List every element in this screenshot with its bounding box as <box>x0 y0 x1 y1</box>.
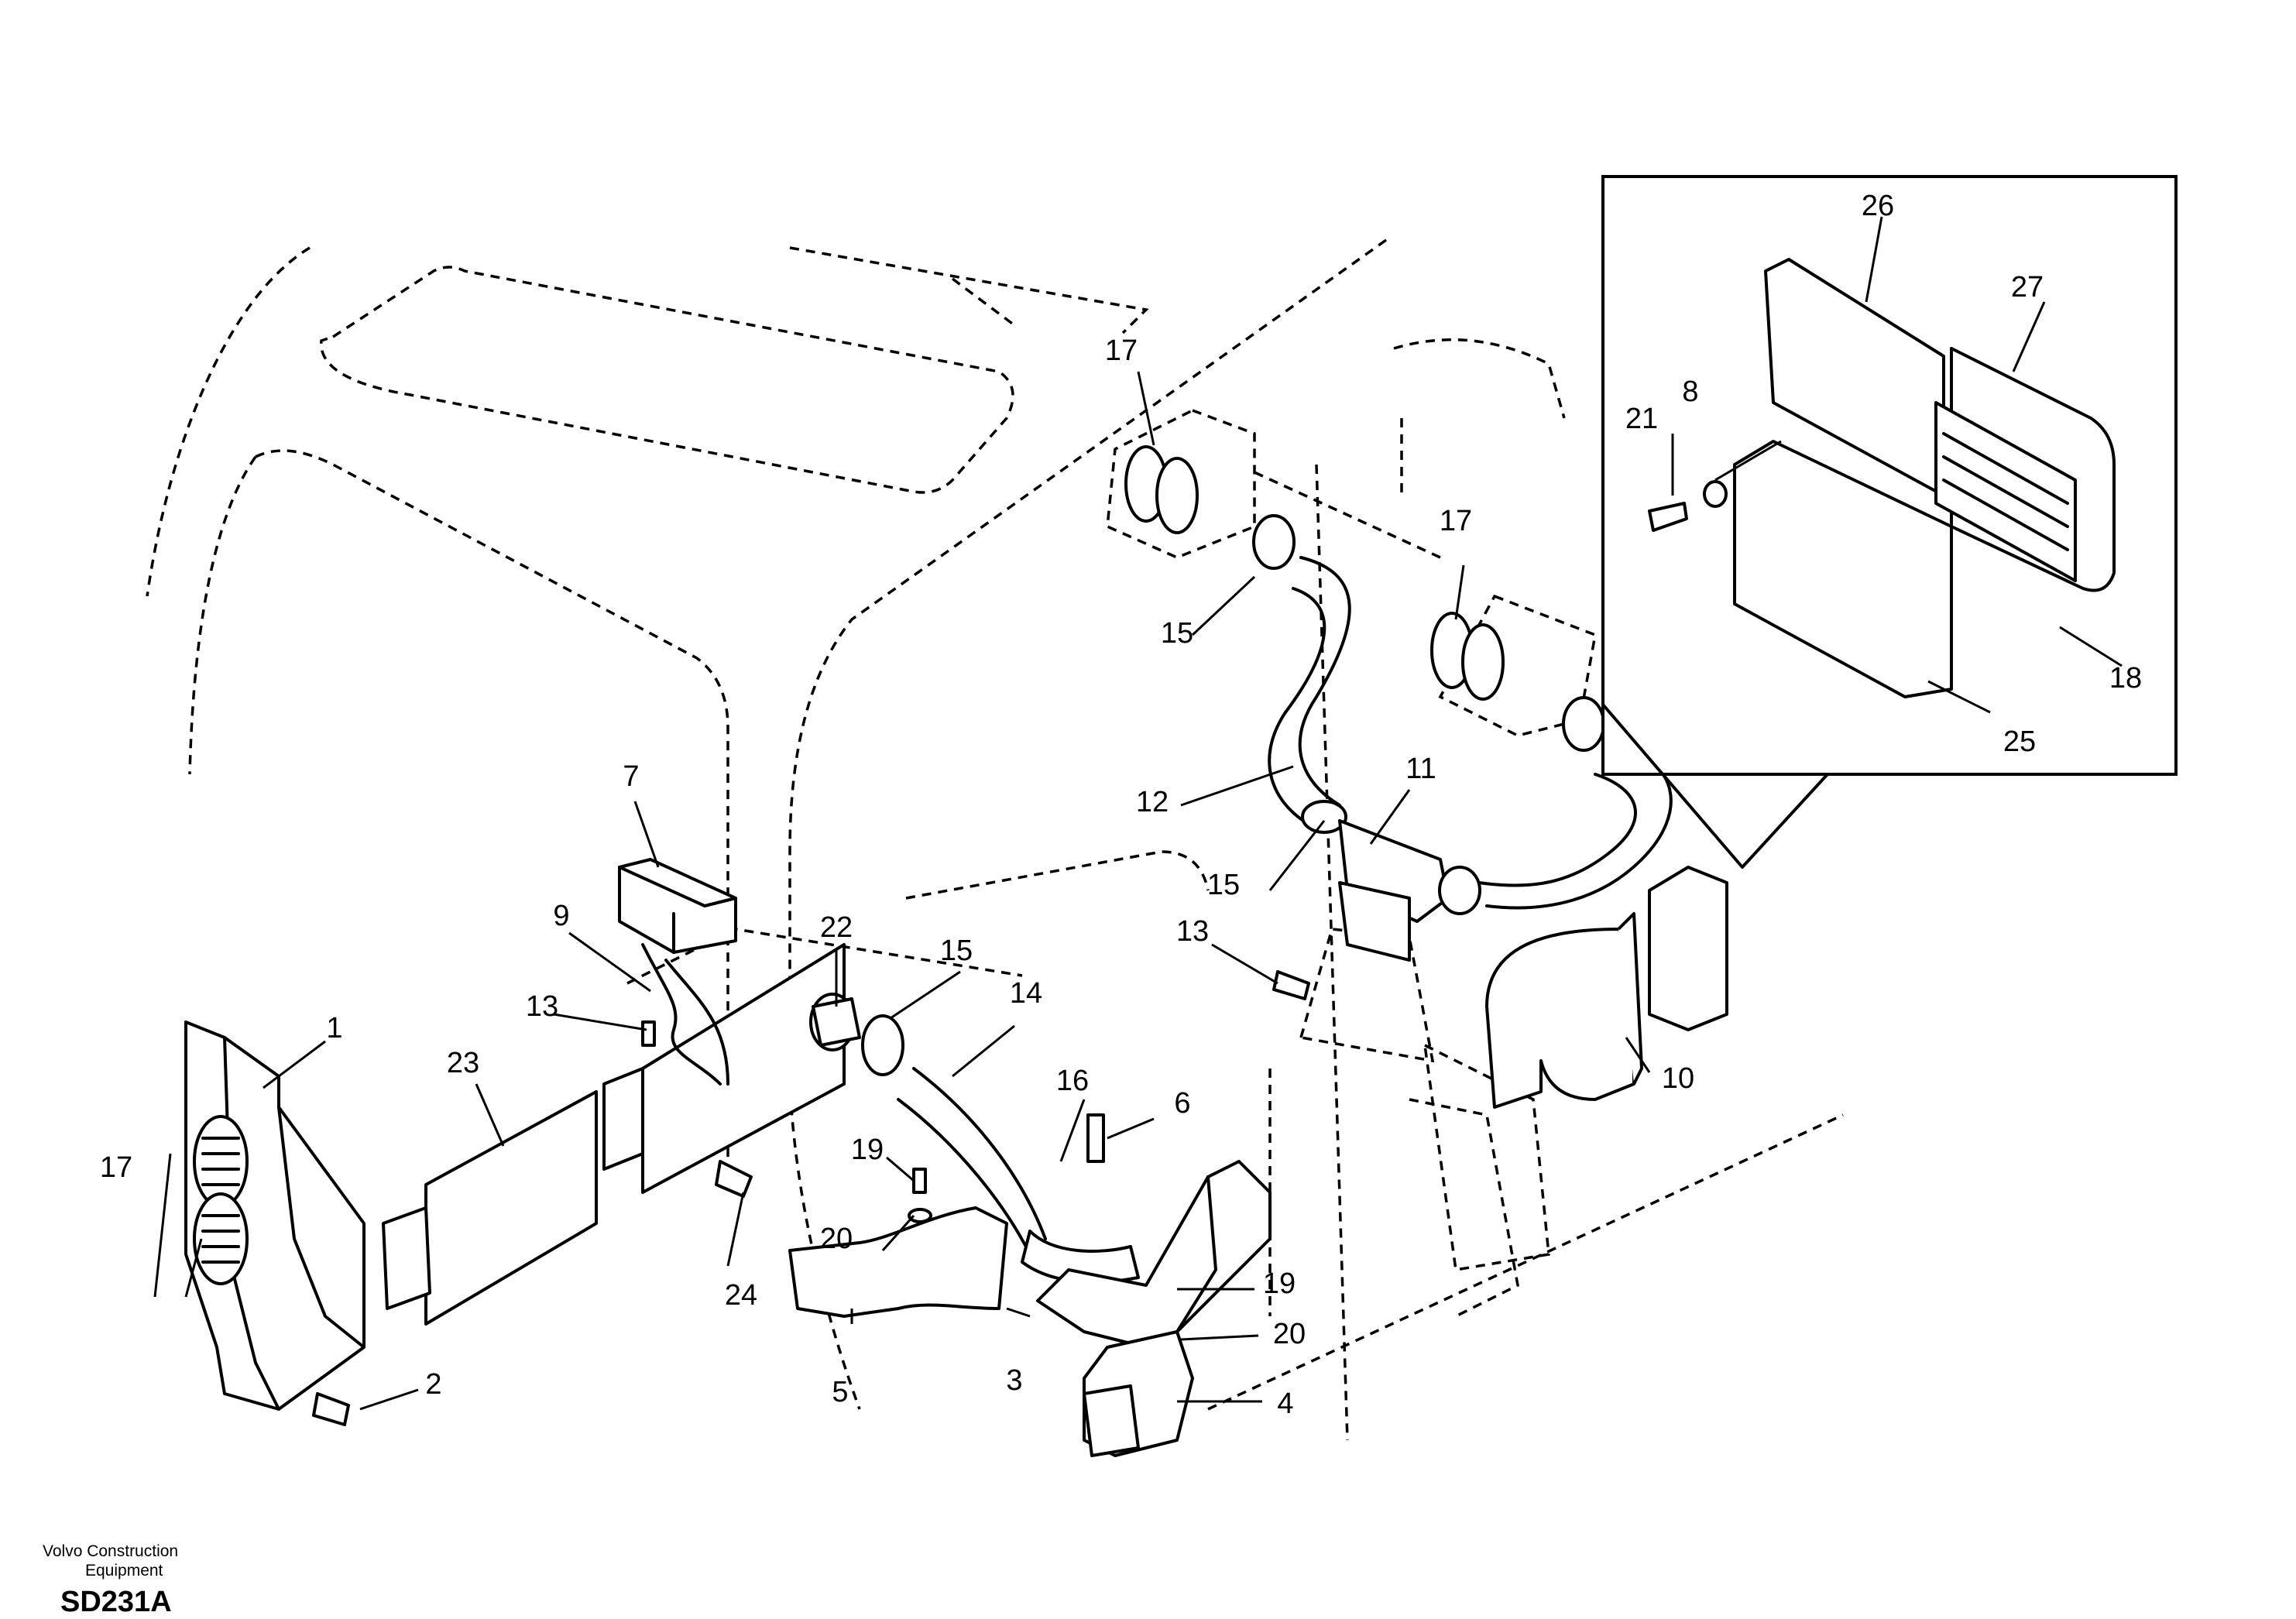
leader-lines <box>153 216 2123 1411</box>
drawing-code: SD231A <box>60 1586 172 1618</box>
callout-19-right: 19 <box>1263 1267 1296 1300</box>
callout-13-left: 13 <box>526 990 558 1023</box>
part-2-screw <box>312 1392 350 1426</box>
detail-inset <box>1601 175 2178 869</box>
callout-18: 18 <box>2109 662 2142 695</box>
part-21-bolt <box>1648 502 1688 532</box>
part-11-tee <box>1301 800 1481 962</box>
part-9-harness <box>641 943 729 1086</box>
callout-17-left: 17 <box>100 1151 132 1184</box>
part-6-bolt <box>1086 1113 1105 1163</box>
part-8-washer <box>1703 480 1728 508</box>
vent-lower <box>193 1192 249 1285</box>
part-23-board <box>382 1090 598 1326</box>
part-25-housing <box>1733 440 1953 698</box>
part-15-clamp-top <box>1252 514 1296 570</box>
part-17-vent-upper-left <box>1124 445 1199 534</box>
callout-25: 25 <box>2003 725 2036 758</box>
part-17-vent-upper-right <box>1430 612 1505 701</box>
callout-3: 3 <box>1006 1364 1022 1397</box>
callout-12: 12 <box>1136 786 1169 818</box>
filter-housing <box>1648 866 1728 1031</box>
callout-20-left: 20 <box>820 1223 853 1255</box>
callout-1: 1 <box>326 1012 342 1044</box>
callout-9: 9 <box>553 900 569 932</box>
callout-6: 6 <box>1174 1087 1190 1120</box>
callout-7: 7 <box>623 760 639 793</box>
callout-5: 5 <box>832 1376 848 1408</box>
callout-2: 2 <box>425 1368 441 1401</box>
part-24-screw <box>715 1160 753 1198</box>
part-13-screw-right <box>1272 970 1310 1000</box>
part-22-plate <box>602 943 846 1194</box>
callout-23: 23 <box>447 1047 479 1079</box>
callout-22: 22 <box>820 911 853 944</box>
callout-26: 26 <box>1862 190 1894 222</box>
callout-8: 8 <box>1682 376 1698 408</box>
part-10-duct <box>1485 912 1643 1109</box>
callout-labels: 1 2 3 4 5 6 7 8 9 10 11 12 13 13 14 15 1… <box>100 190 2142 1420</box>
callout-4: 4 <box>1277 1387 1293 1420</box>
part-1-left-duct <box>184 1020 366 1411</box>
part-14-hose <box>809 993 1140 1284</box>
part-4-elbow <box>1083 1330 1194 1457</box>
part-7-relay <box>618 858 737 954</box>
callout-16: 16 <box>1056 1065 1089 1097</box>
part-5-duct <box>788 1206 1008 1318</box>
callout-17-upper-left: 17 <box>1105 334 1138 367</box>
brand-line-1: Volvo Construction <box>43 1542 179 1560</box>
callout-15-top: 15 <box>1161 617 1193 650</box>
callout-11: 11 <box>1405 753 1436 785</box>
callout-15-left: 15 <box>940 935 973 967</box>
callout-17-upper-right: 17 <box>1440 505 1472 537</box>
part-13-screw-left <box>641 1020 656 1047</box>
part-16-bend <box>1021 1230 1140 1284</box>
part-12-hose <box>1252 514 1351 830</box>
callout-21: 21 <box>1625 403 1658 435</box>
brand-line-2: Equipment <box>85 1562 163 1580</box>
part-15-clamp-left <box>861 1014 904 1076</box>
callout-15-mid: 15 <box>1207 869 1240 901</box>
callout-14: 14 <box>1010 977 1042 1010</box>
callout-20-right: 20 <box>1273 1318 1306 1350</box>
callout-13-right: 13 <box>1176 915 1209 948</box>
part-15-clamp-mid <box>1301 800 1347 834</box>
callout-19-left: 19 <box>851 1134 884 1166</box>
callout-24: 24 <box>725 1279 757 1312</box>
callout-27: 27 <box>2011 271 2044 304</box>
callout-10: 10 <box>1662 1062 1694 1095</box>
